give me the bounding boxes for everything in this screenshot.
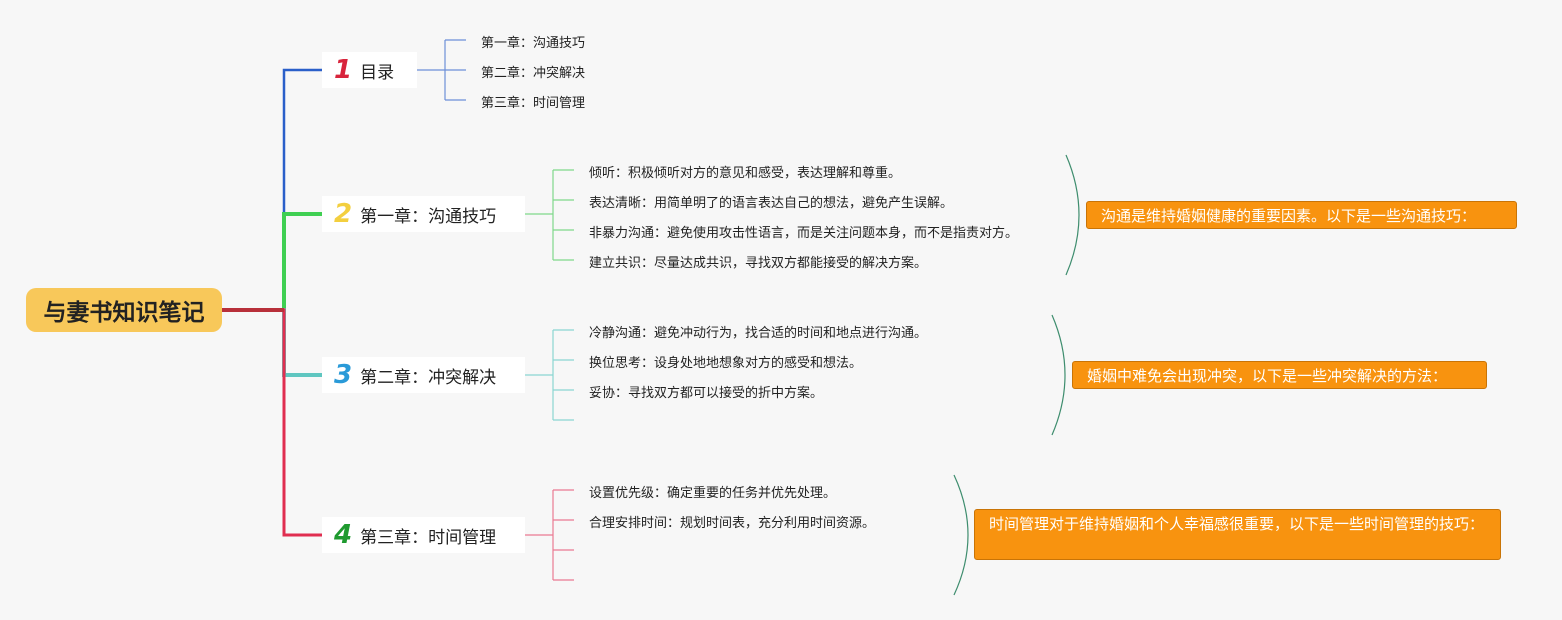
- summary-note-2[interactable]: 沟通是维持婚姻健康的重要因素。以下是一些沟通技巧：: [1086, 201, 1517, 229]
- branch-topic-1[interactable]: 1 目录: [322, 52, 417, 88]
- branch-number-4: 4: [334, 520, 353, 550]
- summary-text-2: 沟通是维持婚姻健康的重要因素。以下是一些沟通技巧：: [1101, 207, 1477, 225]
- leaf-4-2[interactable]: 合理安排时间：规划时间表，充分利用时间资源。: [589, 516, 876, 531]
- summary-bracket-2: [1065, 154, 1080, 276]
- connector-root-1: [222, 68, 322, 312]
- branch-number-3: 3: [334, 360, 353, 390]
- root-topic[interactable]: 与妻书知识笔记: [26, 288, 222, 332]
- leaf-2-3[interactable]: 非暴力沟通：避免使用攻击性语言，而是关注问题本身，而不是指责对方。: [589, 226, 1019, 241]
- leaf-1-3[interactable]: 第三章：时间管理: [481, 96, 586, 111]
- leaf-1-2[interactable]: 第二章：冲突解决: [481, 66, 586, 81]
- connector-root-2: [222, 212, 322, 312]
- summary-bracket-4: [953, 474, 969, 596]
- branch-label-4: 第三章：时间管理: [360, 527, 497, 548]
- branch-topic-3[interactable]: 3 第二章：冲突解决: [322, 357, 525, 393]
- leaf-2-1[interactable]: 倾听：积极倾听对方的意见和感受，表达理解和尊重。: [589, 166, 902, 181]
- root-title: 与妻书知识笔记: [43, 300, 205, 326]
- leaf-3-3[interactable]: 妥协：寻找双方都可以接受的折中方案。: [589, 386, 824, 401]
- summary-note-4[interactable]: 时间管理对于维持婚姻和个人幸福感很重要，以下是一些时间管理的技巧：: [974, 509, 1501, 560]
- leaf-2-4[interactable]: 建立共识：尽量达成共识，寻找双方都能接受的解决方案。: [589, 256, 928, 271]
- leaf-connectors-4: [525, 489, 574, 581]
- leaf-2-2[interactable]: 表达清晰：用简单明了的语言表达自己的想法，避免产生误解。: [589, 196, 954, 211]
- leaf-4-1[interactable]: 设置优先级：确定重要的任务并优先处理。: [589, 486, 837, 501]
- leaf-connectors-1: [417, 39, 466, 101]
- summary-note-3[interactable]: 婚姻中难免会出现冲突，以下是一些冲突解决的方法：: [1072, 361, 1487, 389]
- leaf-connectors-2: [525, 169, 574, 261]
- connector-root-4: [222, 308, 322, 537]
- branch-label-1: 目录: [360, 62, 395, 83]
- branch-number-2: 2: [334, 199, 353, 229]
- connector-root-3: [222, 308, 322, 377]
- summary-text-4: 时间管理对于维持婚姻和个人幸福感很重要，以下是一些时间管理的技巧：: [989, 515, 1485, 533]
- branch-label-2: 第一章：沟通技巧: [360, 206, 497, 227]
- summary-bracket-3: [1051, 314, 1066, 436]
- branch-number-1: 1: [334, 55, 353, 85]
- leaf-3-2[interactable]: 换位思考：设身处地地想象对方的感受和想法。: [589, 356, 863, 371]
- leaf-1-1[interactable]: 第一章：沟通技巧: [481, 36, 586, 51]
- leaf-connectors-3: [525, 329, 574, 421]
- branch-topic-2[interactable]: 2 第一章：沟通技巧: [322, 196, 525, 232]
- summary-text-3: 婚姻中难免会出现冲突，以下是一些冲突解决的方法：: [1087, 367, 1448, 385]
- branch-topic-4[interactable]: 4 第三章：时间管理: [322, 517, 525, 553]
- branch-label-3: 第二章：冲突解决: [360, 367, 497, 388]
- leaf-3-1[interactable]: 冷静沟通：避免冲动行为，找合适的时间和地点进行沟通。: [589, 326, 928, 341]
